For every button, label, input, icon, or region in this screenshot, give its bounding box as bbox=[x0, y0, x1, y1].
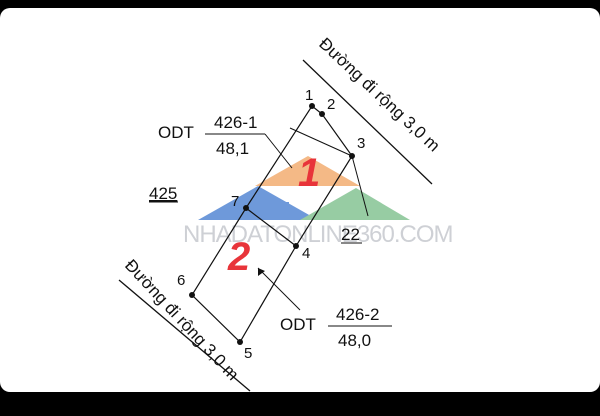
boundary-points bbox=[189, 103, 355, 345]
parcel-top-id: 426-1 bbox=[214, 113, 257, 132]
point-label: 5 bbox=[244, 345, 252, 362]
parcel-bottom-info: ODT 426-2 48,0 bbox=[257, 267, 392, 350]
parcel-top-number: 1 bbox=[298, 151, 320, 195]
parcel-bottom-area: 48,0 bbox=[338, 331, 371, 350]
point-3-marker bbox=[349, 153, 355, 159]
parcel-divider bbox=[245, 207, 297, 247]
land-plot-diagram: NHADATONLINE360.COM 1 bbox=[118, 34, 454, 392]
road-line-bottom bbox=[118, 279, 251, 392]
window-icon bbox=[279, 202, 289, 212]
point-2-marker bbox=[319, 111, 325, 117]
arrow-head-icon bbox=[258, 268, 265, 276]
roof-green-shape bbox=[300, 188, 410, 220]
point-label: 6 bbox=[177, 272, 185, 289]
parcel-bottom-id: 426-2 bbox=[336, 305, 379, 324]
point-4-marker bbox=[293, 243, 299, 249]
neighbor-line bbox=[351, 155, 369, 217]
roof-orange-shape bbox=[255, 156, 360, 186]
point-5-marker bbox=[237, 339, 243, 345]
point-label: 3 bbox=[357, 135, 365, 152]
parcel-boundary bbox=[191, 105, 353, 343]
parcel-bottom-number: 2 bbox=[227, 235, 250, 279]
parcel-top-leader-line bbox=[264, 133, 293, 169]
road-line-top bbox=[302, 59, 433, 185]
road-label-top: Đường đi rộng 3,0 m bbox=[315, 34, 443, 155]
point-label: 7 bbox=[231, 193, 239, 210]
point-6-marker bbox=[189, 292, 195, 298]
point-label: 2 bbox=[327, 96, 335, 113]
point-label: 4 bbox=[302, 245, 310, 262]
point-7-marker bbox=[243, 205, 249, 211]
window-icon bbox=[362, 204, 372, 214]
watermark-text: NHADATONLINE360.COM bbox=[183, 221, 453, 248]
point-label: 1 bbox=[305, 87, 313, 104]
neighbor-parcel-right: 22 bbox=[341, 225, 360, 244]
parcel-bottom-type: ODT bbox=[280, 315, 316, 334]
parcel-top-type: ODT bbox=[158, 123, 194, 142]
window-icon bbox=[302, 176, 310, 184]
watermark-logo: NHADATONLINE360.COM bbox=[183, 156, 454, 248]
parcel-top-area: 48,1 bbox=[216, 139, 249, 158]
parcel-top-info: ODT 426-1 48,1 bbox=[158, 113, 293, 169]
point-1-marker bbox=[309, 103, 315, 109]
parcel-bottom-leader-line bbox=[257, 267, 301, 311]
neighbor-parcel-left: 425 bbox=[149, 184, 177, 203]
neighbor-line bbox=[289, 127, 353, 157]
diagram-canvas: NHADATONLINE360.COM 1 bbox=[0, 8, 600, 392]
